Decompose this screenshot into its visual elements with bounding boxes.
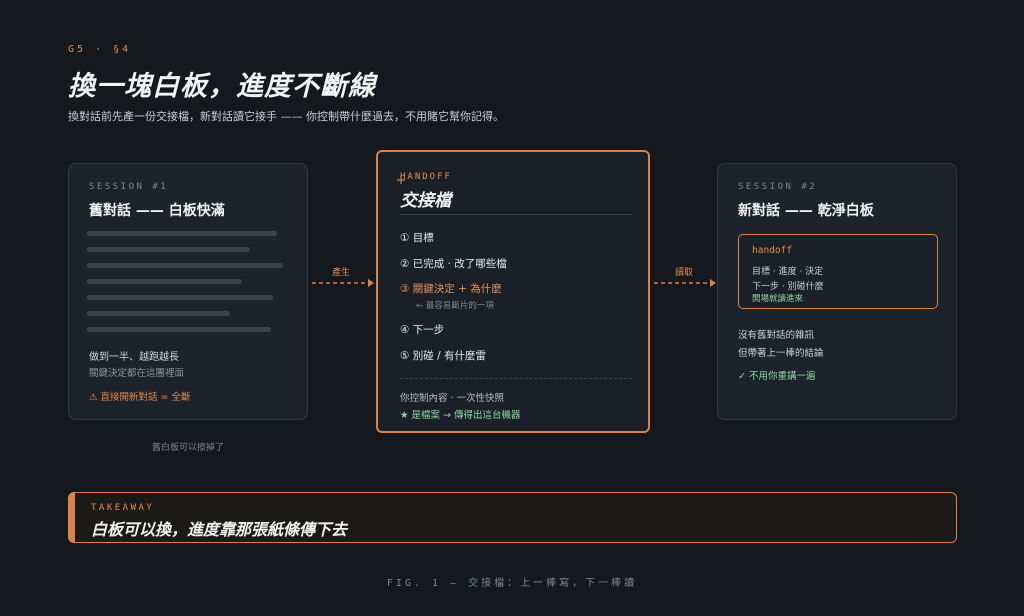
- session-1-title: 舊對話 —— 白板快滿: [89, 203, 225, 219]
- handoff-mini-line: 目標 · 進度 · 決定: [752, 267, 824, 277]
- dashed-divider: [400, 378, 632, 379]
- session-2-check: ✓ 不用你重講一遍: [738, 371, 816, 382]
- takeaway-text: 白板可以換，進度靠那張紙條傳下去: [91, 520, 348, 539]
- produce-arrow-label: 產生: [332, 268, 351, 278]
- session-1-note: 做到一半、越跑越長: [89, 352, 179, 363]
- session-1-subnote: 關鍵決定都在這團裡面: [89, 368, 185, 379]
- handoff-item-next: ④ 下一步: [400, 324, 445, 336]
- read-arrow: [654, 279, 716, 287]
- handoff-mini-header: handoff: [752, 245, 793, 256]
- handoff-mini-line: 下一步 · 別碰什麼: [752, 282, 824, 292]
- takeaway-banner: TAKEAWAY 白板可以換，進度靠那張紙條傳下去: [68, 492, 957, 543]
- handoff-footnote-highlight: ★ 是檔案 → 傳得出這台機器: [400, 410, 521, 421]
- page-subtitle: 換對話前先產一份交接檔，新對話讀它接手 —— 你控制帶什麼過去，不用賭它幫你記得…: [68, 110, 504, 123]
- session-1-label: SESSION #1: [89, 182, 169, 192]
- session-2-title: 新對話 —— 乾淨白板: [738, 203, 874, 219]
- handoff-item-decisions-note: ← 最容易斷片的一項: [416, 301, 494, 311]
- handoff-mini-note: 開場就讀進來: [752, 294, 804, 304]
- figure-caption: FIG. 1 — 交接檔：上一棒寫，下一棒讀: [386, 578, 638, 589]
- session-2-note: 沒有舊對話的雜訊: [738, 330, 815, 341]
- session-1-caption: 舊白板可以擦掉了: [151, 443, 224, 453]
- handoff-item-done: ② 已完成 · 改了哪些檔: [400, 258, 507, 270]
- placeholder-line: [87, 311, 230, 316]
- page-title: 換一塊白板，進度不斷線: [68, 71, 376, 102]
- placeholder-line: [87, 263, 283, 268]
- handoff-footnote: 你控制內容 · 一次性快照: [400, 393, 505, 404]
- handoff-item-goal: ① 目標: [400, 232, 434, 244]
- handoff-item-avoid: ⑤ 別碰 / 有什麼雷: [400, 350, 486, 362]
- produce-arrow: [312, 279, 374, 287]
- handoff-title: 交接檔: [400, 191, 451, 211]
- divider: [400, 214, 632, 215]
- takeaway-label: TAKEAWAY: [91, 503, 155, 513]
- placeholder-line: [87, 231, 277, 236]
- placeholder-line: [87, 247, 250, 252]
- spark-icon: [397, 176, 405, 184]
- read-arrow-label: 讀取: [675, 268, 694, 278]
- session-2-card: SESSION #2 新對話 —— 乾淨白板 handoff 目標 · 進度 ·…: [717, 163, 957, 420]
- placeholder-line: [87, 295, 273, 300]
- eyebrow: G5 · §4: [68, 44, 132, 55]
- session-1-warning: ⚠ 直接開新對話 = 全斷: [89, 392, 191, 403]
- placeholder-line: [87, 279, 242, 284]
- placeholder-line: [87, 327, 271, 332]
- accent-bar: [69, 493, 75, 542]
- handoff-item-decisions: ③ 關鍵決定 + 為什麼: [400, 283, 502, 295]
- handoff-mini-card: handoff 目標 · 進度 · 決定 下一步 · 別碰什麼 開場就讀進來: [738, 234, 938, 309]
- session-2-note: 但帶著上一棒的結論: [738, 348, 824, 359]
- session-1-card: SESSION #1 舊對話 —— 白板快滿 做到一半、越跑越長 關鍵決定都在這…: [68, 163, 308, 420]
- handoff-label: HANDOFF: [400, 172, 452, 182]
- session-2-label: SESSION #2: [738, 182, 818, 192]
- handoff-card: HANDOFF 交接檔 ① 目標 ② 已完成 · 改了哪些檔 ③ 關鍵決定 + …: [376, 150, 650, 433]
